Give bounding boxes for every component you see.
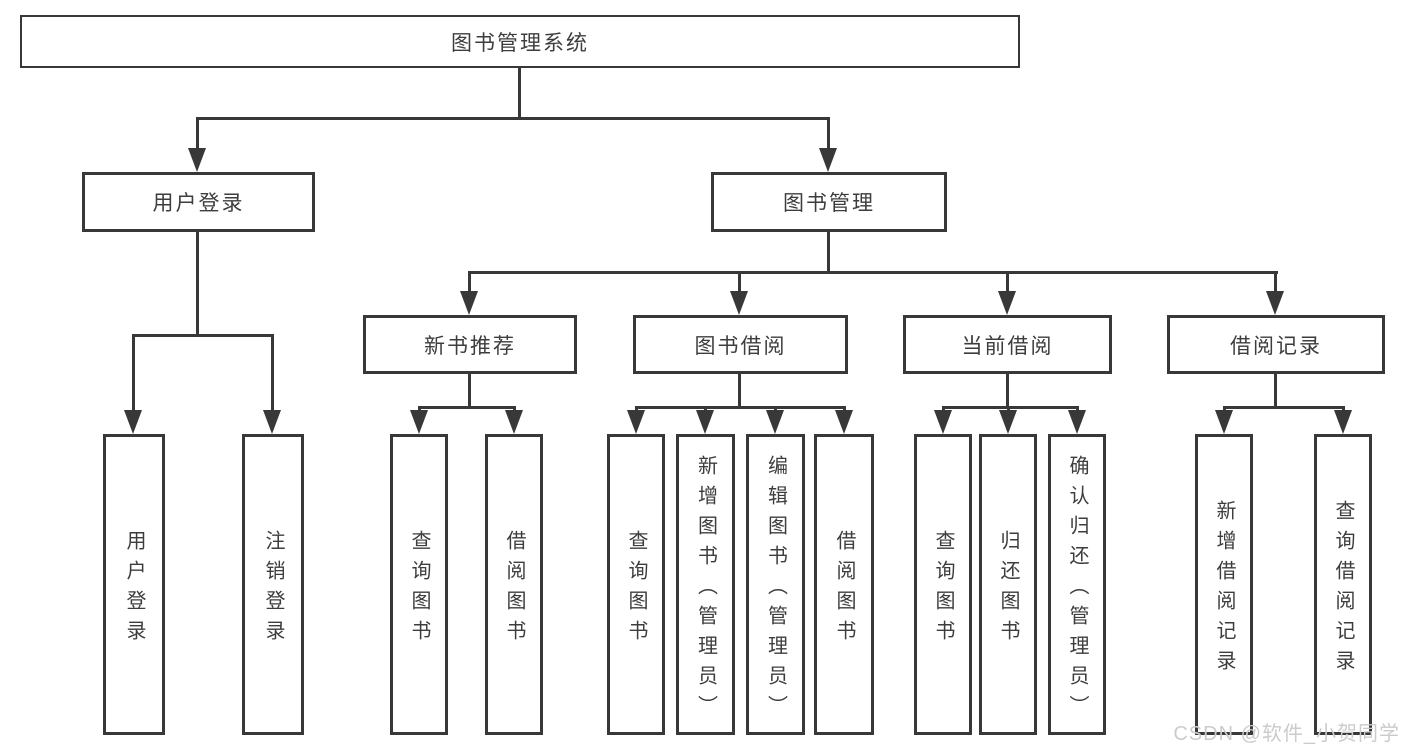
connector-records-bus [1223, 406, 1344, 409]
node-book-borrowing: 图书借阅 [633, 315, 848, 374]
node-leaf-edit-books-admin: 编辑图书（管理员） [746, 434, 805, 735]
connector-book-mgmt-stem [827, 232, 830, 273]
csdn-watermark: CSDN @软件_小贺同学 [1173, 723, 1400, 745]
connector-drop-logout [271, 334, 274, 412]
node-leaf-borrow-books-1: 借阅图书 [485, 434, 543, 735]
arrow-down-icon [188, 148, 206, 172]
arrow-down-icon [696, 410, 714, 434]
node-root-system: 图书管理系统 [20, 15, 1020, 68]
arrow-down-icon [934, 410, 952, 434]
node-leaf-query-books-1: 查询图书 [390, 434, 448, 735]
connector-drop-current [1006, 271, 1009, 293]
connector-user-login-bus [132, 334, 274, 337]
arrow-down-icon [627, 410, 645, 434]
connector-records-stem [1274, 374, 1277, 408]
arrow-down-icon [835, 410, 853, 434]
arrow-down-icon [766, 410, 784, 434]
arrow-down-icon [1068, 410, 1086, 434]
connector-current-bus [942, 406, 1079, 409]
arrow-down-icon [998, 291, 1016, 315]
connector-drop-records [1274, 271, 1277, 293]
node-leaf-add-books-admin: 新增图书（管理员） [676, 434, 735, 735]
node-new-book-recommend: 新书推荐 [363, 315, 577, 374]
arrow-down-icon [410, 410, 428, 434]
node-user-login: 用户登录 [82, 172, 315, 232]
connector-current-stem [1006, 374, 1009, 408]
node-borrowing-records: 借阅记录 [1167, 315, 1385, 374]
connector-drop-login [132, 334, 135, 412]
node-leaf-return-books: 归还图书 [979, 434, 1037, 735]
connector-borrow-bus [635, 406, 845, 409]
connector-new-book-stem [468, 374, 471, 408]
node-leaf-query-borrow-record: 查询借阅记录 [1314, 434, 1372, 735]
node-current-borrowing: 当前借阅 [903, 315, 1112, 374]
node-book-management: 图书管理 [711, 172, 947, 232]
arrow-down-icon [819, 148, 837, 172]
arrow-down-icon [730, 291, 748, 315]
connector-user-login-stem [196, 232, 199, 336]
connector-book-mgmt-bus [468, 271, 1278, 274]
node-leaf-query-books-2: 查询图书 [607, 434, 665, 735]
node-leaf-borrow-books-2: 借阅图书 [814, 434, 874, 735]
connector-drop-user-login [196, 117, 199, 150]
connector-new-book-bus [418, 406, 516, 409]
connector-drop-book-mgmt [827, 117, 830, 150]
connector-root-stem [518, 68, 521, 119]
arrow-down-icon [124, 410, 142, 434]
node-leaf-user-login: 用户登录 [103, 434, 165, 735]
node-leaf-confirm-return-admin: 确认归还（管理员） [1048, 434, 1106, 735]
arrow-down-icon [999, 410, 1017, 434]
arrow-down-icon [505, 410, 523, 434]
arrow-down-icon [1266, 291, 1284, 315]
connector-drop-new-book [468, 271, 471, 293]
node-leaf-add-borrow-record: 新增借阅记录 [1195, 434, 1253, 735]
connector-root-bus [196, 117, 830, 120]
node-leaf-logout: 注销登录 [242, 434, 304, 735]
arrow-down-icon [460, 291, 478, 315]
connector-drop-borrow [738, 271, 741, 293]
node-leaf-query-books-3: 查询图书 [914, 434, 972, 735]
arrow-down-icon [263, 410, 281, 434]
connector-borrow-stem [738, 374, 741, 408]
arrow-down-icon [1215, 410, 1233, 434]
arrow-down-icon [1334, 410, 1352, 434]
